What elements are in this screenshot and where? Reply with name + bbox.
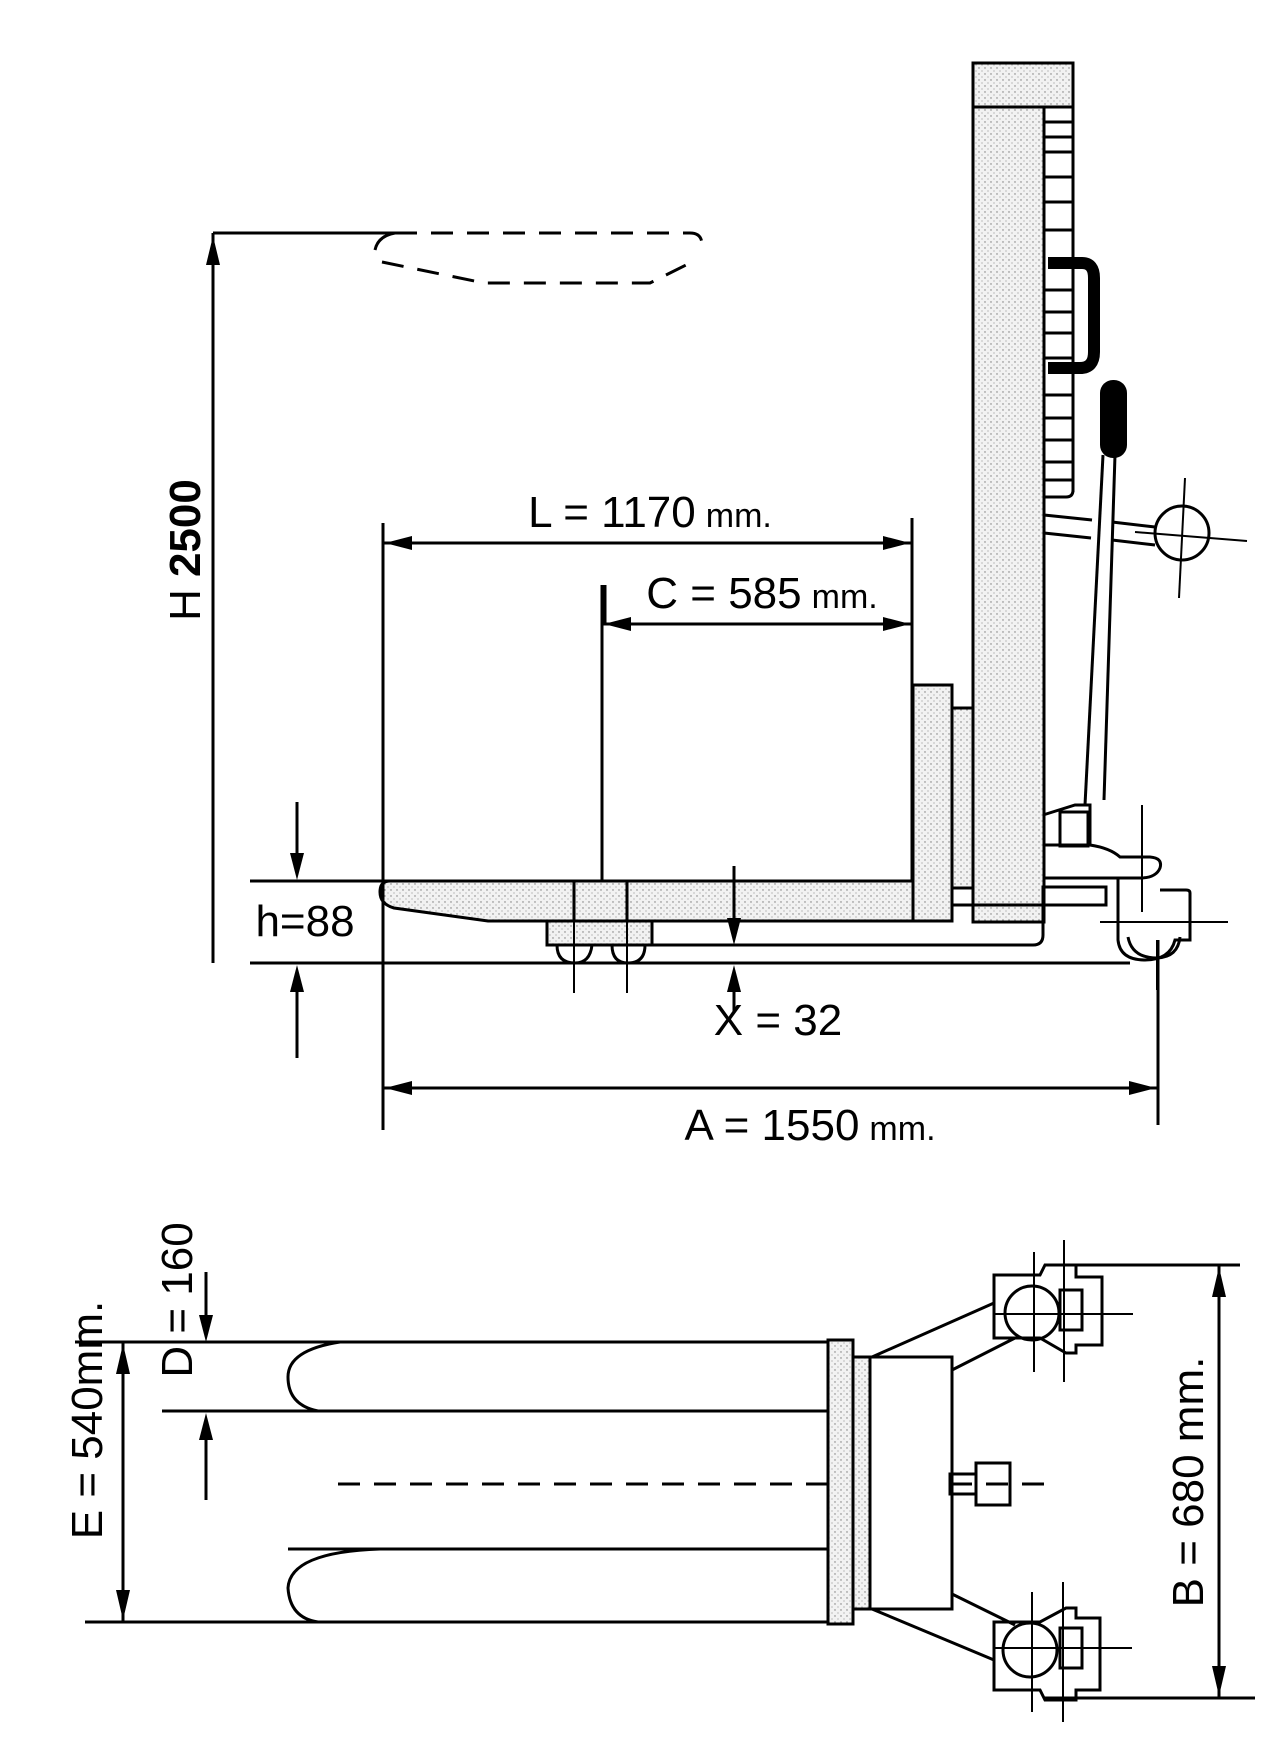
tiller-grip <box>1100 380 1127 458</box>
fork-carriage <box>911 683 954 923</box>
height-label: H2500 <box>161 479 210 621</box>
load-roller <box>610 944 647 965</box>
carriage-plate-top <box>826 1338 855 1626</box>
chassis-base <box>560 903 1045 947</box>
carriage-plate <box>950 706 975 890</box>
steer-wheel-top <box>992 1240 1133 1382</box>
tiller-handle <box>1043 380 1248 806</box>
fork-height-label: h=88 <box>255 897 354 946</box>
steer-wheel-housing <box>1116 878 1192 962</box>
mast-ladder-rungs <box>1044 120 1073 482</box>
mast-column <box>971 105 1046 924</box>
pump-unit <box>974 1461 1012 1507</box>
mast <box>971 61 1100 924</box>
fork-lowered <box>378 879 915 993</box>
overall-width-label: B = 680 mm. <box>1164 1357 1213 1608</box>
steer-wheel-bottom <box>992 1582 1132 1722</box>
fork-tip-right <box>286 1547 381 1624</box>
top-view: B = 680 mm. E = 540mm. D = 160 <box>63 1222 1255 1722</box>
clearance-label: X = 32 <box>714 996 842 1045</box>
outer-width-label: E = 540mm. <box>63 1301 112 1539</box>
fork-raised-outline <box>395 231 704 246</box>
fork-width-label: D = 160 <box>153 1222 202 1377</box>
fork-tip-left <box>286 1340 341 1413</box>
chassis-top <box>868 1355 954 1611</box>
mast-top-cap <box>971 61 1075 109</box>
mast-grab-handle <box>1048 257 1100 374</box>
